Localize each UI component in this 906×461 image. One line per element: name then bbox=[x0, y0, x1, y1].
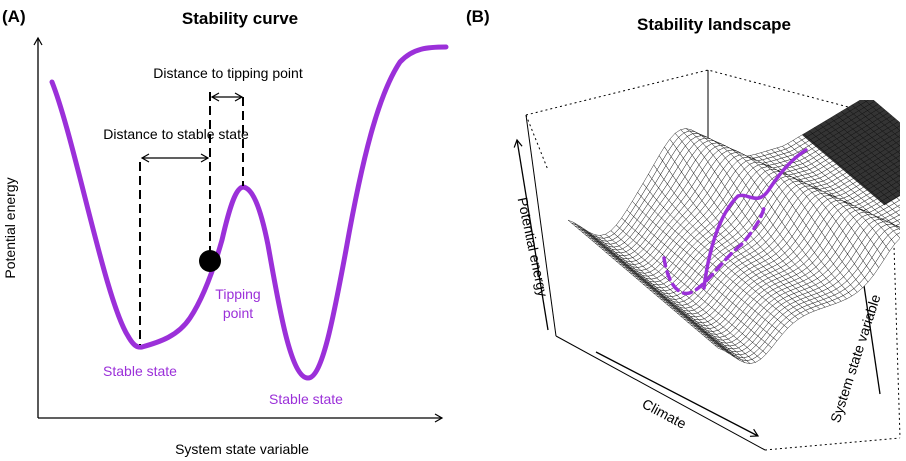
stable-state-label-left: Stable state bbox=[103, 363, 177, 379]
mesh-cell bbox=[901, 152, 906, 158]
mesh-cell bbox=[901, 206, 906, 212]
system-state-ball bbox=[199, 250, 221, 272]
mesh-cell bbox=[901, 233, 906, 239]
climate-axis-arrow bbox=[595, 351, 760, 437]
energy-axis-label: Potential energy bbox=[515, 196, 552, 298]
panel-a-ylabel: Potential energy bbox=[2, 177, 18, 278]
mesh-cell bbox=[902, 238, 906, 241]
mesh-cell bbox=[902, 229, 906, 234]
mesh-cell bbox=[899, 235, 900, 237]
trajectory-dashed bbox=[662, 206, 766, 296]
panel-a-title: Stability curve bbox=[182, 9, 298, 28]
mesh-cell bbox=[714, 344, 724, 351]
panel-a-letter: (A) bbox=[2, 7, 26, 26]
stability-curve bbox=[49, 44, 449, 381]
panel-b: (B) Stability landscape Potential energy… bbox=[466, 7, 906, 451]
mesh-cell bbox=[902, 191, 906, 197]
energy-axis-arrow bbox=[513, 138, 549, 331]
mesh-cell bbox=[899, 184, 900, 186]
mesh-cell bbox=[903, 161, 906, 167]
panel-a: (A) Stability curve System state variabl… bbox=[2, 7, 449, 457]
mesh-plateau bbox=[802, 100, 900, 206]
mesh-cell bbox=[903, 215, 906, 221]
mesh-cell bbox=[901, 221, 906, 226]
mesh-cell bbox=[899, 145, 900, 147]
distance-to-tipping-label: Distance to tipping point bbox=[153, 65, 303, 81]
trajectory-solid bbox=[702, 148, 808, 290]
mesh-cell bbox=[902, 136, 906, 142]
stability-surface bbox=[567, 100, 906, 364]
mesh-cell bbox=[898, 160, 900, 162]
mesh-cell bbox=[902, 176, 906, 182]
tipping-point-label-1: Tipping bbox=[215, 286, 260, 302]
mesh-cell bbox=[899, 228, 900, 230]
mesh-cell bbox=[899, 130, 900, 131]
tipping-point-label-2: point bbox=[223, 305, 253, 321]
mesh-cell bbox=[899, 234, 900, 235]
state-axis-arrow bbox=[858, 270, 881, 395]
distance-to-stable-label: Distance to stable state bbox=[103, 126, 249, 142]
climate-axis-label: Climate bbox=[640, 395, 690, 432]
mesh-cell bbox=[898, 214, 900, 217]
mesh-cell bbox=[899, 199, 900, 201]
mesh-cell bbox=[902, 231, 906, 234]
stable-state-label-right: Stable state bbox=[269, 391, 343, 407]
mesh-cell bbox=[901, 167, 906, 173]
panel-b-title: Stability landscape bbox=[637, 15, 791, 34]
panel-a-xlabel: System state variable bbox=[175, 441, 309, 457]
panel-b-letter: (B) bbox=[466, 7, 490, 26]
mesh-cell bbox=[901, 228, 906, 232]
mesh-cell bbox=[903, 230, 906, 236]
